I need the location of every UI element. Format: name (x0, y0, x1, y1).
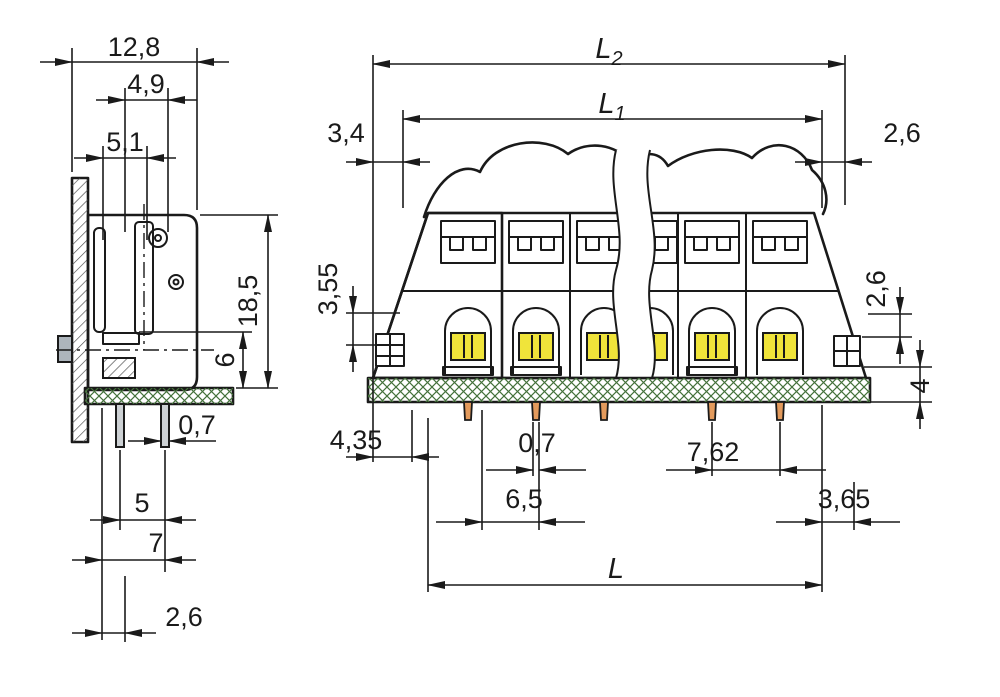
dim-6-5: 6,5 (436, 484, 585, 526)
l1-subscript: 1 (615, 103, 626, 125)
dim-4-35: 4,35 (330, 425, 439, 461)
side-view: 12,8 4,9 5,1 18,5 6 0,7 (40, 32, 278, 642)
screw-clamp-1 (444, 307, 492, 376)
dim-label-l: L (608, 553, 624, 585)
wire-port-6 (752, 220, 808, 264)
dim-0-7-front: 0,7 (486, 428, 586, 474)
dim-label-5-1: 5,1 (106, 127, 144, 157)
dim-5-1: 5,1 (74, 127, 176, 162)
pin-front-2 (531, 401, 541, 421)
front-view: L2 L1 3,4 2,6 3,55 (313, 33, 935, 592)
break-gap-fill (613, 150, 655, 378)
side-extension-lines (71, 48, 278, 642)
dim-label-l2: L2 (595, 33, 622, 70)
l1-base: L (598, 88, 614, 120)
dim-4: 4 (905, 340, 935, 429)
dim-3-4: 3,4 (327, 118, 430, 166)
dim-6: 6 (210, 331, 247, 389)
screw-clamp-2 (512, 307, 560, 376)
clamp-foot (102, 332, 140, 345)
dim-label-l1: L1 (598, 88, 625, 125)
dim-5: 5 (90, 488, 196, 524)
pin-side-left (115, 403, 125, 448)
pcb-front-hatch (368, 378, 870, 402)
dim-label-2-6-right: 2,6 (861, 270, 891, 308)
dim-label-3-65: 3,65 (818, 484, 871, 514)
dim-label-5: 5 (134, 488, 149, 518)
dim-l2: L2 (372, 33, 846, 70)
base-bar-2 (510, 366, 562, 376)
latch-tab (57, 335, 73, 363)
dim-0-7-side: 0,7 (128, 410, 216, 445)
dim-2-6-right: 2,6 (861, 270, 904, 364)
dim-label-6-5: 6,5 (505, 484, 543, 514)
dim-label-7: 7 (148, 528, 163, 558)
hole-lower-center (172, 278, 180, 286)
break-wavy-line-right (646, 149, 656, 379)
l2-subscript: 2 (611, 48, 623, 70)
left-test-port (375, 333, 405, 367)
front-extension-lines (346, 55, 932, 592)
dim-label-3-55: 3,55 (313, 263, 343, 316)
dim-label-0-7-front: 0,7 (518, 428, 556, 458)
dim-2-6-top: 2,6 (795, 118, 921, 166)
dim-label-18-5: 18,5 (233, 275, 263, 328)
break-wavy-line-left (612, 149, 621, 379)
hole-upper (148, 228, 168, 248)
dim-12-8: 12,8 (40, 32, 229, 66)
dim-label-4-35: 4,35 (330, 425, 383, 455)
dim-label-0-7-side: 0,7 (178, 410, 216, 440)
dim-label-4: 4 (905, 378, 935, 393)
dim-7-62: 7,62 (666, 437, 826, 474)
dim-4-9: 4,9 (96, 69, 197, 104)
wire-port-1 (440, 220, 496, 264)
dim-3-65: 3,65 (776, 484, 900, 526)
dim-label-7-62: 7,62 (687, 437, 740, 467)
dim-2-6-side: 2,6 (72, 602, 203, 637)
l2-base: L (595, 33, 611, 65)
screw-clamp-5 (688, 307, 736, 376)
base-bar-3 (686, 366, 738, 376)
wire-port-5 (684, 220, 740, 264)
dim-3-55: 3,55 (313, 263, 357, 372)
pin-side-right (160, 403, 170, 448)
dim-label-3-4: 3,4 (327, 118, 365, 148)
hole-lower (168, 274, 184, 290)
dim-label-4-9: 4,9 (127, 69, 165, 99)
dim-18-5: 18,5 (233, 214, 272, 389)
dim-l1: L1 (402, 88, 823, 125)
pcb-side-hatch (85, 388, 233, 404)
pin-front-1 (463, 401, 473, 421)
pin-front-4 (707, 401, 717, 421)
wire-port-2 (508, 220, 564, 264)
dim-label-2-6-top: 2,6 (883, 118, 921, 148)
pin-front-3 (599, 401, 609, 421)
base-bar-1 (442, 366, 494, 376)
dim-label-12-8: 12,8 (108, 32, 161, 62)
pin-front-5 (775, 401, 785, 421)
screw-clamp-6 (756, 307, 804, 376)
dim-label-6: 6 (210, 352, 240, 367)
mounting-wall-hatch (72, 178, 88, 442)
right-test-port (833, 335, 861, 367)
dim-7: 7 (72, 528, 196, 564)
clamp-base (102, 357, 136, 379)
hole-upper-center (154, 234, 162, 242)
spring-slot (93, 227, 106, 333)
dim-l: L (427, 553, 823, 589)
dim-label-2-6-side: 2,6 (165, 602, 203, 632)
